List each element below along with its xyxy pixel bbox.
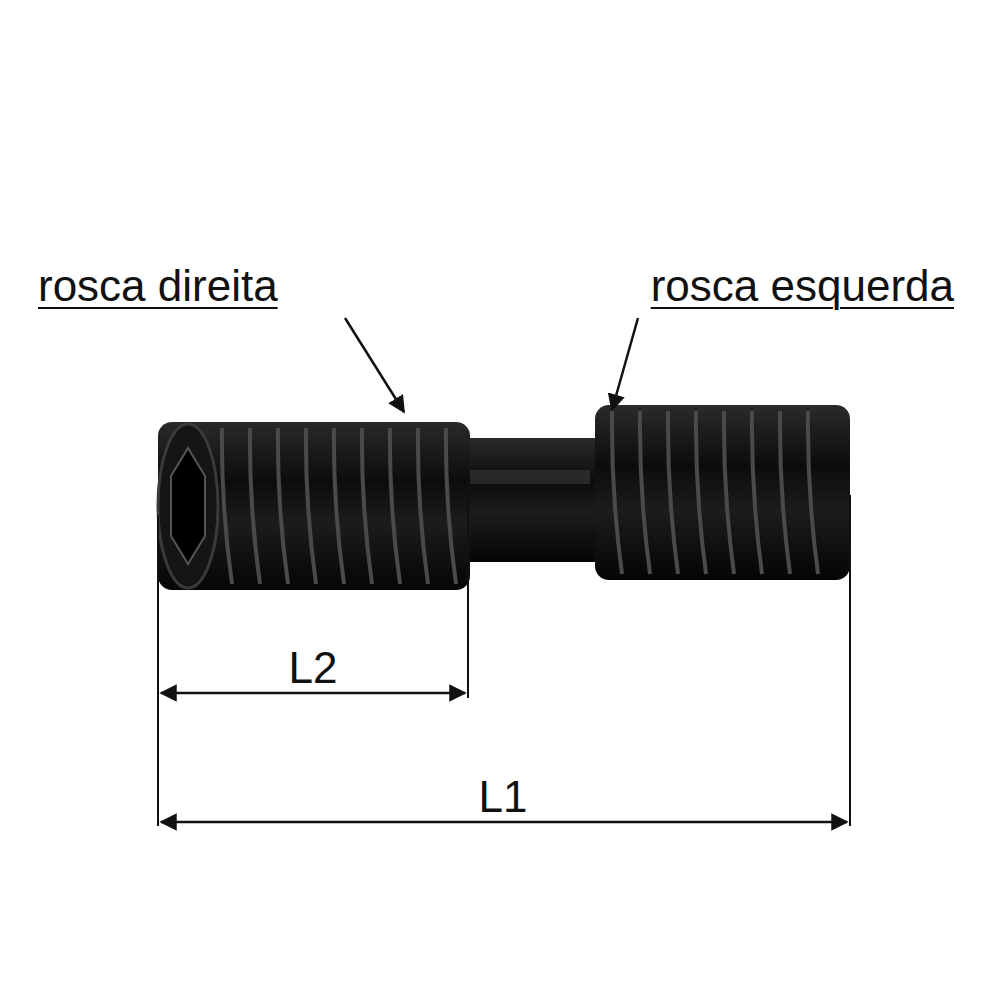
thread-ridge bbox=[696, 411, 706, 574]
thread-ridge bbox=[278, 428, 288, 584]
hex-socket bbox=[171, 448, 205, 564]
thread-ridge bbox=[222, 428, 232, 584]
thread-ridge bbox=[780, 411, 790, 574]
thread-ridge bbox=[446, 428, 456, 584]
dimension-label: L1 bbox=[479, 773, 528, 821]
thread-ridge bbox=[640, 411, 650, 574]
thread-ridge bbox=[390, 428, 400, 584]
thread-ridge bbox=[752, 411, 762, 574]
thread-ridges bbox=[612, 411, 818, 574]
left-thread-body bbox=[595, 405, 850, 580]
thread-ridge bbox=[724, 411, 734, 574]
leader-line bbox=[345, 318, 404, 412]
thread-ridge bbox=[418, 428, 428, 584]
thread-ridge bbox=[306, 428, 316, 584]
dimension-line bbox=[161, 821, 847, 824]
screw-neck bbox=[455, 438, 605, 562]
right-thread-body bbox=[158, 422, 470, 590]
extension-line bbox=[467, 480, 469, 698]
thread-ridge bbox=[334, 428, 344, 584]
end-face bbox=[158, 424, 218, 588]
thread-ridges bbox=[222, 428, 456, 584]
neck-highlight bbox=[470, 470, 590, 484]
thread-ridge bbox=[808, 411, 818, 574]
leader-line bbox=[612, 318, 638, 410]
extension-line bbox=[157, 515, 159, 826]
thread-ridge bbox=[668, 411, 678, 574]
thread-ridge bbox=[612, 411, 622, 574]
dimension-line bbox=[161, 692, 465, 695]
thread-ridge bbox=[250, 428, 260, 584]
part-label: rosca direita bbox=[38, 262, 278, 310]
part-label: rosca esquerda bbox=[651, 262, 954, 310]
thread-ridge bbox=[362, 428, 372, 584]
dimension-label: L2 bbox=[289, 644, 338, 692]
extension-line bbox=[849, 495, 851, 826]
